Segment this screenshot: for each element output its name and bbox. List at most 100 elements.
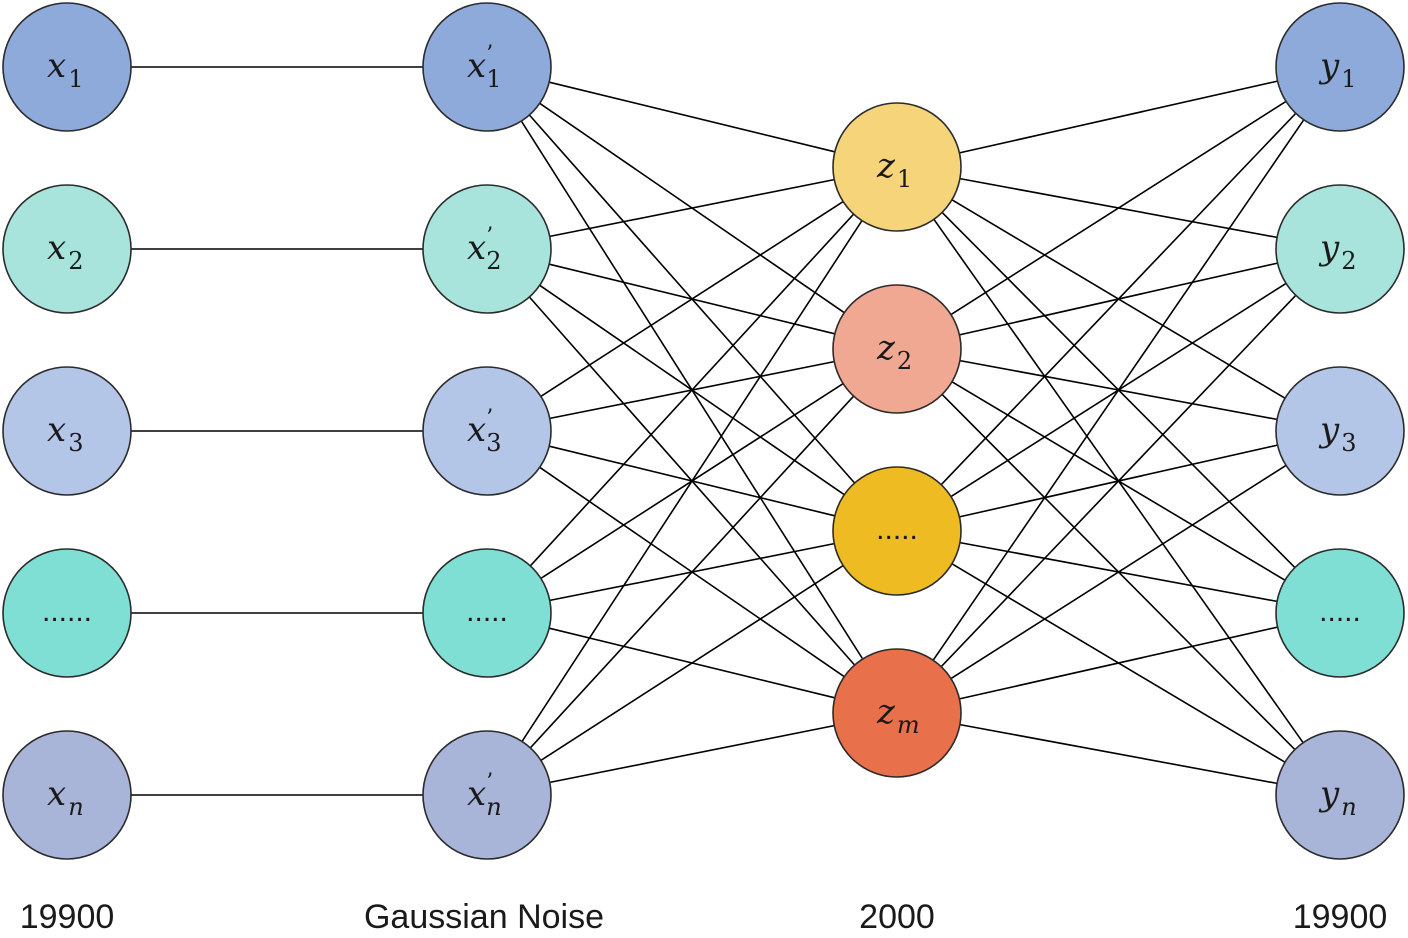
node-symbol: y [1318,410,1340,450]
node-circle [1275,2,1405,132]
node-subscript: n [1341,793,1356,821]
edge-l2n1-l3n0 [950,100,1287,316]
prime-mark: ’ [486,42,493,67]
node-subscript: 2 [68,247,83,275]
node-subscript: 1 [1341,65,1356,93]
node-subscript: 1 [68,65,83,93]
node-subscript: 2 [1341,247,1356,275]
edge-l2n3-l3n2 [950,464,1287,680]
y-3-node: y3 [1275,366,1405,496]
node-circle [1275,548,1405,678]
prime-mark: ’ [486,224,493,249]
edge-l1n3-l2n0 [529,213,855,567]
node-circle [422,548,552,678]
node-circle [832,648,962,778]
edge-group [131,66,1305,796]
node-subscript: 3 [1341,429,1356,457]
node-circle [2,2,132,132]
edge-l2n3-l3n3 [959,626,1278,700]
edge-l1n0-l2n0 [549,81,835,153]
node-subscript: n [486,793,501,821]
edge-l2n3-l3n1 [940,294,1297,668]
y-n-node: yn [1275,730,1405,860]
node-circle [1275,730,1405,860]
node-label: ..... [876,513,918,546]
node-group: x1x2x3......xnx’1x’2x’3.....x’nz1z2.....… [2,2,1405,860]
node-subscript: n [68,793,83,821]
node-label: ..... [1319,595,1361,628]
node-circle [422,366,552,496]
node-symbol: y [1318,46,1340,86]
edge-l2n2-l3n0 [940,112,1297,486]
edge-l2n3-l3n0 [932,119,1305,661]
node-label: y2 [1318,228,1357,275]
node-subscript: 2 [897,347,912,375]
x-2-node: x2 [2,184,132,314]
node-symbol: x [467,228,486,268]
ellipsis-node-layer-4: ..... [1275,548,1405,678]
x-prime-n-node: x’n [422,730,552,860]
node-circle [832,102,962,232]
node-label: xn [47,774,84,821]
node-symbol: z [876,692,896,732]
node-subscript: 1 [486,65,501,93]
x-n-node: xn [2,730,132,860]
edge-l1n4-l2n1 [529,395,855,749]
node-circle [422,2,552,132]
node-circle [422,730,552,860]
edge-l1n1-l2n0 [549,178,835,238]
x-1-node: x1 [2,2,132,132]
node-label: x’2 [467,224,501,275]
node-circle [1275,366,1405,496]
node-circle [2,366,132,496]
node-circle [832,466,962,596]
node-label: x1 [47,46,83,93]
node-label: y1 [1318,46,1357,93]
prime-mark: ’ [486,406,493,431]
node-label: ...... [42,595,92,628]
layer-caption-1: 19900 [20,898,115,936]
node-symbol: x [47,410,66,450]
edge-l1n4-l2n0 [521,220,863,742]
node-label: ..... [466,595,508,628]
node-circle [2,184,132,314]
node-label: y3 [1318,410,1357,457]
prime-mark: ’ [486,770,493,795]
y-1-node: y1 [1275,2,1405,132]
edge-l1n4-l2n2 [540,564,844,762]
node-symbol: x [47,46,66,86]
node-symbol: y [1318,774,1340,814]
x-prime-1-node: x’1 [422,2,552,132]
node-symbol: x [467,46,486,86]
node-subscript: 3 [486,429,501,457]
ellipsis-node-layer-3: ..... [832,466,962,596]
x-3-node: x3 [2,366,132,496]
z-1-node: z1 [832,102,962,232]
node-subscript: 2 [486,247,501,275]
node-circle [1275,184,1405,314]
node-subscript: m [897,711,920,739]
layer-caption-3: 2000 [859,898,935,936]
node-symbol: z [876,328,896,368]
edge-l1n2-l2n0 [540,200,844,398]
edge-l2n0-l3n0 [959,80,1278,154]
node-label: zm [876,692,920,739]
x-prime-2-node: x’2 [422,184,552,314]
node-symbol: x [47,774,66,814]
node-symbol: x [47,228,66,268]
node-label: z1 [876,146,912,193]
x-prime-3-node: x’3 [422,366,552,496]
node-label: yn [1318,774,1357,821]
node-circle [832,284,962,414]
node-label: z2 [876,328,912,375]
node-symbol: y [1318,228,1340,268]
ellipsis-node-layer-2: ..... [422,548,552,678]
node-subscript: 1 [897,165,912,193]
layer-caption-4: 19900 [1293,898,1388,936]
node-circle [2,730,132,860]
z-2-node: z2 [832,284,962,414]
node-label: x’n [467,770,502,821]
node-label: x3 [47,410,83,457]
edge-l2n3-l3n4 [959,723,1278,785]
